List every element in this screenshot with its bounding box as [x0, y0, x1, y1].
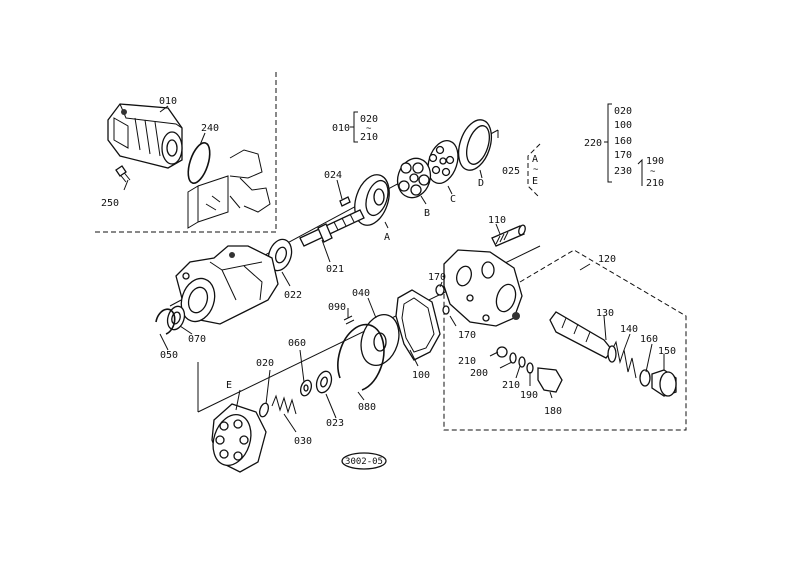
part-B-piston-set — [396, 157, 432, 199]
label-D: D — [478, 178, 484, 189]
inset-pump-assembly — [107, 103, 183, 169]
label-180: 180 — [544, 406, 562, 417]
bracket-220 — [604, 103, 643, 186]
part-050-snap-ring — [155, 308, 176, 335]
label-B: B — [424, 208, 430, 219]
part-021-shaft — [299, 209, 365, 247]
label-170-lower: 170 — [458, 330, 476, 341]
label-010: 010 — [332, 123, 350, 134]
part-A-swash-plate — [354, 174, 390, 226]
inset-frame — [94, 72, 277, 233]
label-023: 023 — [326, 418, 344, 429]
label-240: 240 — [201, 123, 219, 134]
part-170-orings — [435, 284, 450, 315]
label-010-inset: 010 — [159, 96, 177, 107]
label-250: 250 — [101, 198, 119, 209]
stamp-text: 3002-05 — [345, 457, 383, 467]
label-090: 090 — [328, 302, 346, 313]
part-E-cylinder-block — [211, 403, 267, 473]
label-021: 021 — [326, 264, 344, 275]
label-160: 160 — [640, 334, 658, 345]
label-220-tilde: ~ — [650, 167, 656, 177]
label-025-E: E — [532, 176, 538, 187]
part-100-gasket — [395, 289, 441, 361]
label-200: 200 — [470, 368, 488, 379]
part-150-plug — [651, 369, 677, 397]
part-140-spring — [607, 340, 637, 379]
label-025-A: A — [532, 154, 538, 165]
label-170-upper: 170 — [428, 272, 446, 283]
label-130: 130 — [596, 308, 614, 319]
inset-bolt-250 — [115, 165, 131, 183]
label-220: 220 — [584, 138, 602, 149]
diagram-stamp: 3002-05 — [341, 452, 387, 470]
label-220-210: 210 — [646, 178, 664, 189]
label-040: 040 — [352, 288, 370, 299]
label-E: E — [226, 380, 232, 391]
bracket-025 — [527, 143, 541, 199]
inset-frame-background — [187, 149, 271, 229]
label-220-020: 020 — [614, 106, 632, 117]
part-labels: 010 240 250 010 020 ~ 210 024 A B C D 02… — [101, 96, 676, 447]
part-023-needle-bearing — [315, 370, 333, 394]
label-022: 022 — [284, 290, 302, 301]
label-030: 030 — [294, 436, 312, 447]
label-060: 060 — [288, 338, 306, 349]
label-025: 025 — [502, 166, 520, 177]
part-024-pin — [339, 196, 351, 207]
label-024: 024 — [324, 170, 342, 181]
label-220-190: 190 — [646, 156, 664, 167]
label-100: 100 — [412, 370, 430, 381]
leader-lines — [159, 169, 665, 433]
label-020: 020 — [256, 358, 274, 369]
label-020-bracket: 020 — [360, 114, 378, 125]
label-210-bracket: 210 — [360, 132, 378, 143]
part-080-snap-ring — [337, 323, 385, 391]
label-220-160: 160 — [614, 136, 632, 147]
label-080: 080 — [358, 402, 376, 413]
inset-leaders — [123, 105, 206, 191]
label-150: 150 — [658, 346, 676, 357]
inset-oring-240 — [187, 142, 211, 184]
part-060-washer — [299, 379, 313, 397]
part-020-ring — [258, 402, 270, 418]
bracket-010 — [350, 111, 358, 143]
part-C-valve-plate — [427, 139, 459, 185]
part-022-bearing — [267, 238, 293, 272]
part-160-washer — [639, 369, 651, 387]
label-C: C — [450, 194, 456, 205]
valve-block-cover — [443, 249, 523, 327]
part-090-spring-pin — [343, 315, 355, 325]
label-210-right-a: 210 — [458, 356, 476, 367]
label-120: 120 — [598, 254, 616, 265]
label-025-tilde: ~ — [533, 165, 539, 175]
label-tilde-010: ~ — [366, 124, 372, 134]
label-220-170: 170 — [614, 150, 632, 161]
label-070: 070 — [188, 334, 206, 345]
label-220-230: 230 — [614, 166, 632, 177]
part-110-bolt — [491, 224, 526, 247]
label-210-right-b: 210 — [502, 380, 520, 391]
label-A: A — [384, 232, 390, 243]
label-050: 050 — [160, 350, 178, 361]
pump-housing — [175, 245, 279, 325]
label-140: 140 — [620, 324, 638, 335]
label-190: 190 — [520, 390, 538, 401]
part-D-seal-ring — [457, 119, 493, 171]
label-110: 110 — [488, 215, 506, 226]
label-220-100: 100 — [614, 120, 632, 131]
part-030-spring — [271, 394, 297, 415]
